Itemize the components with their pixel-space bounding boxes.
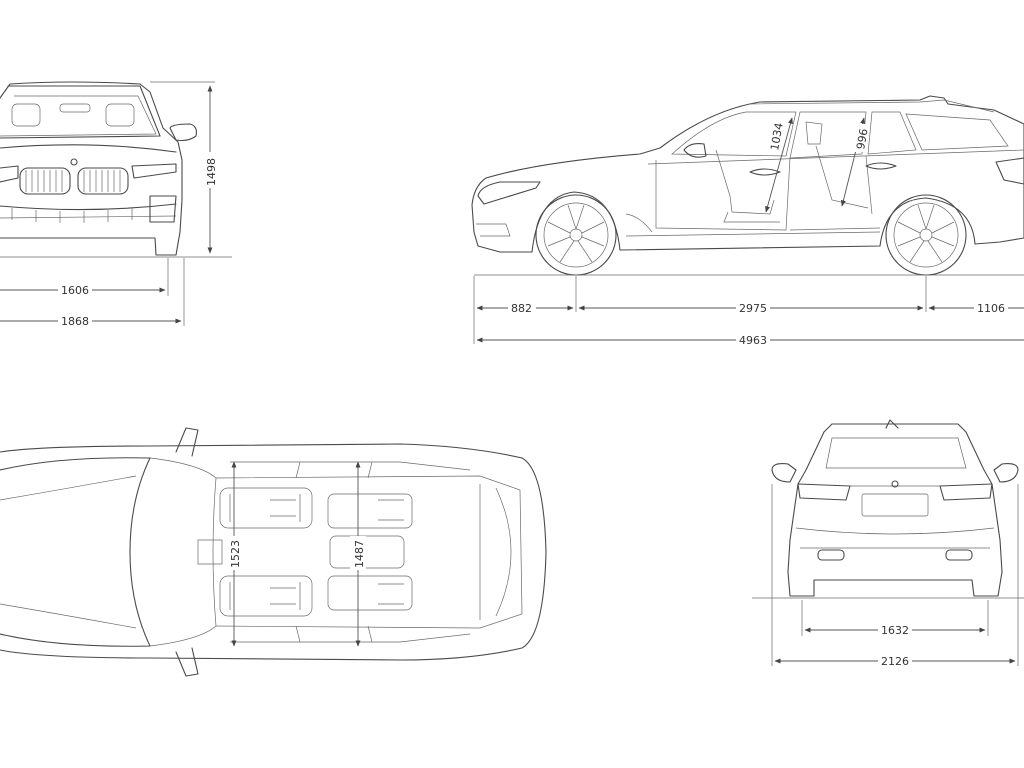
rear-wheel (885, 194, 967, 276)
rear-view (752, 419, 1024, 599)
rear-track-label: 1632 (881, 624, 909, 637)
front-width-label: 1868 (61, 315, 89, 328)
rear-seats (327, 493, 413, 611)
rear-dimensions: 1632 2126 (771, 484, 1019, 668)
front-overhang-label: 882 (511, 302, 532, 315)
front-interior-width-label: 1523 (229, 540, 242, 568)
rear-interior-width-label: 1487 (353, 540, 366, 568)
overall-length-label: 4963 (739, 334, 767, 347)
front-track-label: 1606 (61, 284, 89, 297)
front-view (0, 81, 232, 258)
front-headroom-label: 1034 (768, 122, 786, 152)
top-view: 1523 1487 (0, 427, 547, 677)
front-seats (219, 487, 313, 617)
rear-headroom-label: 996 (854, 128, 870, 151)
wheelbase-label: 2975 (739, 302, 767, 315)
side-view (471, 95, 1024, 276)
rear-overhang-label: 1106 (977, 302, 1005, 315)
side-length-dimensions: 882 2975 1106 4963 (473, 276, 1024, 347)
front-height-label: 1498 (205, 158, 218, 186)
kidney-grille (19, 167, 129, 195)
rear-width-label: 2126 (881, 655, 909, 668)
front-wheel (535, 194, 617, 276)
side-headroom-dimensions: 1034 996 (765, 117, 871, 213)
front-dimensions: 1498 1606 1868 (0, 81, 220, 328)
